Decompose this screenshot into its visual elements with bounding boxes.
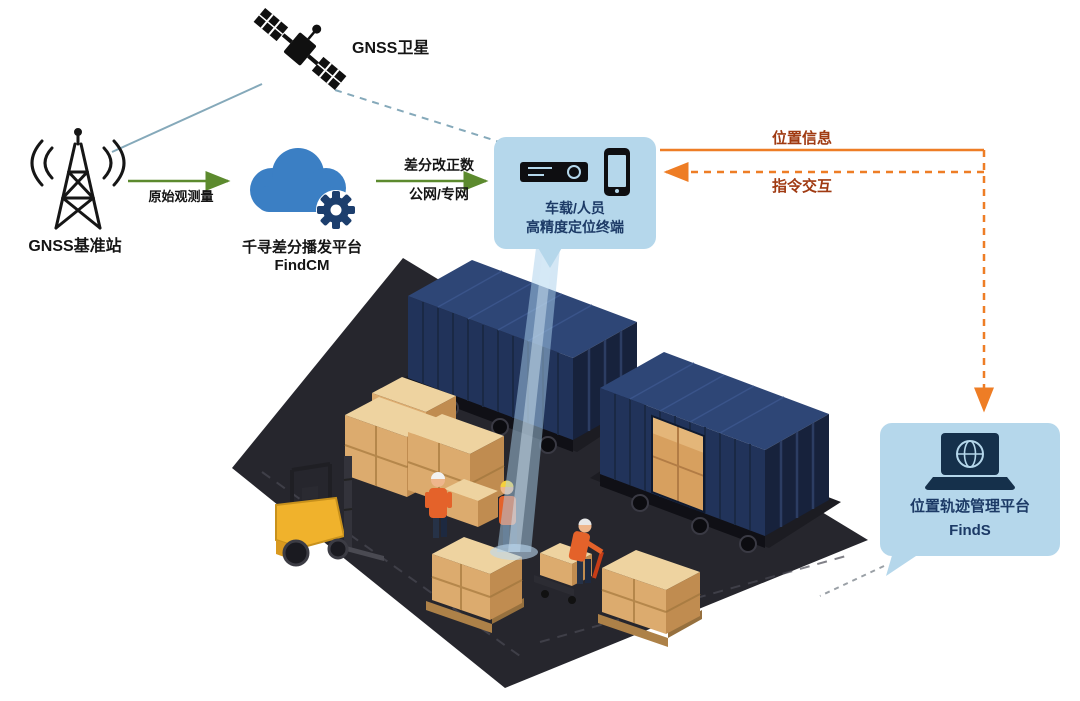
link-finds-to-scene [819,565,885,597]
forklift [275,456,384,567]
pallet-stack [598,550,702,647]
smartphone-icon [604,148,630,196]
cloud-platform-name: 千寻差分播发平台 [241,239,362,256]
cloud-platform-product: FindCM [274,257,330,274]
satellite-label: GNSS卫星 [352,40,430,57]
worker [568,518,604,584]
shipping-container-b [600,352,829,553]
terminal-bubble-tail [537,246,563,268]
command-interaction-label: 指令交互 [771,178,832,195]
finds-bubble-tail [886,552,919,576]
gear-icon [316,190,356,230]
laptop-globe-icon [925,433,1015,490]
single-box [444,479,498,527]
terminal-label-line1: 车载/人员 [545,200,605,216]
positioning-beam [490,248,560,560]
terminal-card: 车载/人员 高精度定位终端 [494,137,656,249]
radio-tower-icon [30,128,126,230]
platform-product: FindS [949,522,991,540]
raw-observation-label: 原始观测量 [148,189,214,204]
worker [425,472,452,538]
pallet-stack [426,537,524,633]
platform-name: 位置轨迹管理平台 [909,498,1030,515]
container-cargo-opening [651,414,705,514]
ground-platform [232,258,868,688]
cloud-gear-icon [250,148,356,230]
link-satellite-to-station [111,83,263,153]
link-satellite-to-terminal [334,89,507,145]
corrections-label-line2: 公网/专网 [409,186,469,202]
base-station-label: GNSS基准站 [28,238,122,255]
vehicle-terminal-icon [520,162,588,182]
terminal-label-line2: 高精度定位终端 [526,218,624,235]
gnss-satellite-icon [253,8,347,90]
corrections-label-line1: 差分改正数 [404,157,474,173]
position-info-label: 位置信息 [771,130,832,147]
management-platform-card: 位置轨迹管理平台 FindS [880,423,1060,556]
